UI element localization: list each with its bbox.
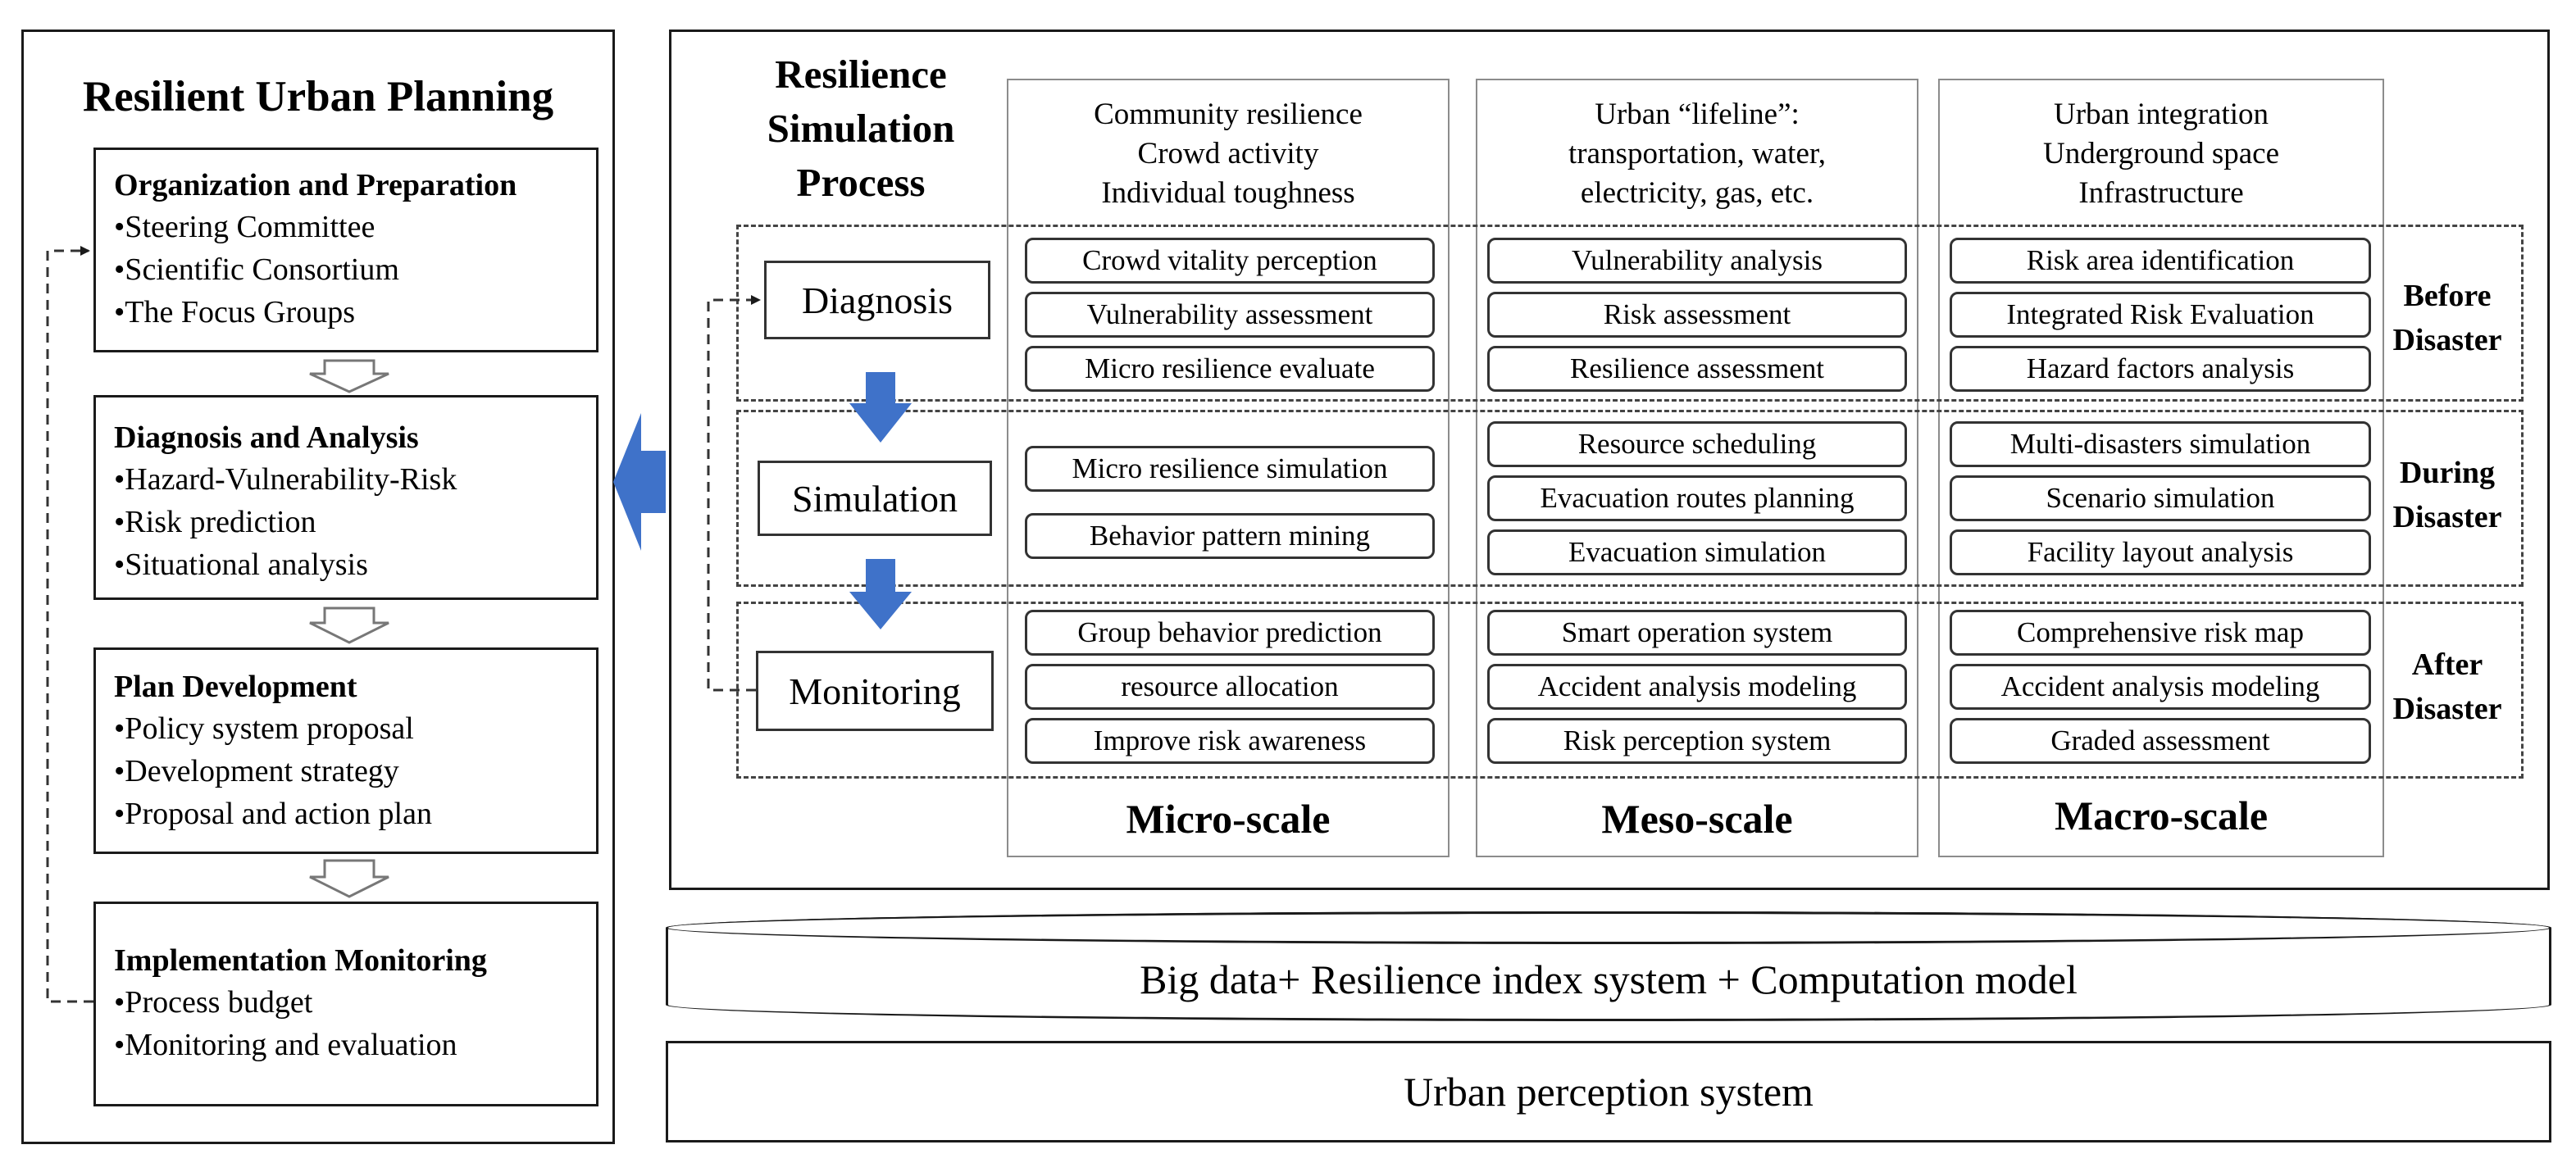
column-micro-scale: [1007, 79, 1450, 857]
stage-label-during: During Disaster: [2378, 451, 2517, 539]
macro-after-item: Accident analysis modeling: [1950, 664, 2371, 710]
macro-after-item: Graded assessment: [1950, 718, 2371, 764]
step-item: •Scientific Consortium: [114, 252, 399, 287]
column-desc-line: electricity, gas, etc.: [1580, 176, 1814, 210]
macro-during-item: Scenario simulation: [1950, 475, 2371, 521]
column-desc-line: Urban integration: [2054, 98, 2269, 131]
step-item: •Steering Committee: [114, 210, 375, 244]
micro-during-item: Behavior pattern mining: [1025, 513, 1435, 559]
step-title: Diagnosis and Analysis: [114, 420, 419, 455]
hollow-down-arrow: [309, 359, 389, 393]
stage-row-before-disaster: [736, 225, 2524, 402]
perception-layer: Urban perception system: [666, 1041, 2551, 1142]
blue-left-arrow: [613, 413, 666, 551]
data-layer-label: Big data+ Resilience index system + Comp…: [1140, 956, 2078, 1002]
column-description-micro: Community resilience Crowd activity Indi…: [1007, 95, 1450, 213]
step-item: •Hazard-Vulnerability-Risk: [114, 462, 457, 497]
step-title: Plan Development: [114, 670, 357, 704]
perception-layer-label: Urban perception system: [1404, 1069, 1814, 1115]
column-desc-line: transportation, water,: [1568, 137, 1826, 170]
meso-after-item: Smart operation system: [1487, 610, 1907, 656]
stage-label-line: After: [2411, 647, 2483, 682]
step-item: •Development strategy: [114, 754, 399, 788]
phase-monitoring: Monitoring: [756, 651, 994, 731]
meso-before-item: Risk assessment: [1487, 292, 1907, 338]
blue-down-arrow: [849, 372, 912, 443]
step-item: •Policy system proposal: [114, 711, 414, 746]
micro-before-item: Crowd vitality perception: [1025, 238, 1435, 284]
meso-after-item: Risk perception system: [1487, 718, 1907, 764]
macro-during-item: Facility layout analysis: [1950, 529, 2371, 575]
phase-diagnosis: Diagnosis: [764, 261, 990, 339]
micro-after-item: Group behavior prediction: [1025, 610, 1435, 656]
simulation-title-line: Simulation: [767, 106, 955, 151]
simulation-title-line: Resilience: [775, 52, 947, 97]
stage-label-line: Disaster: [2392, 323, 2502, 357]
micro-during-item: Micro resilience simulation: [1025, 446, 1435, 492]
simulation-title: Resilience Simulation Process: [721, 48, 1000, 210]
step-item: •Risk prediction: [114, 505, 316, 539]
step-item: •Situational analysis: [114, 547, 368, 582]
step-item: •The Focus Groups: [114, 295, 356, 329]
scale-label-macro: Macro-scale: [2054, 793, 2269, 838]
meso-before-item: Vulnerability analysis: [1487, 238, 1907, 284]
macro-before-item: Integrated Risk Evaluation: [1950, 292, 2371, 338]
column-desc-line: Infrastructure: [2078, 176, 2244, 210]
step-implementation-monitoring: Implementation Monitoring •Process budge…: [93, 902, 598, 1106]
column-desc-line: Individual toughness: [1101, 176, 1355, 210]
step-organization-preparation: Organization and Preparation •Steering C…: [93, 148, 598, 352]
stage-label-after: After Disaster: [2378, 643, 2517, 731]
macro-before-item: Hazard factors analysis: [1950, 346, 2371, 392]
step-item: •Monitoring and evaluation: [114, 1028, 457, 1062]
step-title: Implementation Monitoring: [114, 943, 487, 978]
column-description-macro: Urban integration Underground space Infr…: [1938, 95, 2384, 213]
planning-feedback-loop: [46, 246, 93, 1003]
step-title: Organization and Preparation: [114, 168, 517, 202]
stage-label-line: Disaster: [2392, 500, 2502, 534]
micro-before-item: Micro resilience evaluate: [1025, 346, 1435, 392]
micro-before-item: Vulnerability assessment: [1025, 292, 1435, 338]
column-desc-line: Community resilience: [1094, 98, 1363, 131]
column-macro-scale: [1938, 79, 2384, 857]
hollow-down-arrow: [309, 606, 389, 644]
stage-label-line: Before: [2403, 279, 2492, 313]
scale-label-micro: Micro-scale: [1126, 796, 1331, 842]
stage-label-line: Disaster: [2392, 692, 2502, 726]
meso-during-item: Evacuation routes planning: [1487, 475, 1907, 521]
column-desc-line: Crowd activity: [1137, 137, 1319, 170]
hollow-down-arrow: [309, 859, 389, 898]
scale-label-meso: Meso-scale: [1601, 796, 1793, 842]
micro-after-item: resource allocation: [1025, 664, 1435, 710]
macro-before-item: Risk area identification: [1950, 238, 2371, 284]
stage-label-before: Before Disaster: [2378, 274, 2517, 362]
planning-title: Resilient Urban Planning: [82, 73, 554, 120]
meso-after-item: Accident analysis modeling: [1487, 664, 1907, 710]
step-plan-development: Plan Development •Policy system proposal…: [93, 647, 598, 854]
column-meso-scale: [1476, 79, 1918, 857]
column-desc-line: Urban “lifeline”:: [1595, 98, 1800, 131]
phase-simulation: Simulation: [758, 461, 992, 536]
simulation-feedback-loop: [707, 295, 761, 692]
step-item: •Proposal and action plan: [114, 797, 432, 831]
stage-row-during-disaster: [736, 410, 2524, 587]
stage-label-line: During: [2399, 456, 2496, 490]
step-diagnosis-analysis: Diagnosis and Analysis •Hazard-Vulnerabi…: [93, 395, 598, 600]
blue-down-arrow: [849, 559, 912, 629]
meso-before-item: Resilience assessment: [1487, 346, 1907, 392]
column-desc-line: Underground space: [2042, 137, 2280, 170]
column-description-meso: Urban “lifeline”: transportation, water,…: [1476, 95, 1918, 213]
step-item: •Process budget: [114, 985, 313, 1020]
macro-during-item: Multi-disasters simulation: [1950, 421, 2371, 467]
meso-during-item: Evacuation simulation: [1487, 529, 1907, 575]
simulation-title-line: Process: [796, 160, 926, 205]
data-layer-top-ellipse: [666, 911, 2551, 944]
meso-during-item: Resource scheduling: [1487, 421, 1907, 467]
macro-after-item: Comprehensive risk map: [1950, 610, 2371, 656]
micro-after-item: Improve risk awareness: [1025, 718, 1435, 764]
